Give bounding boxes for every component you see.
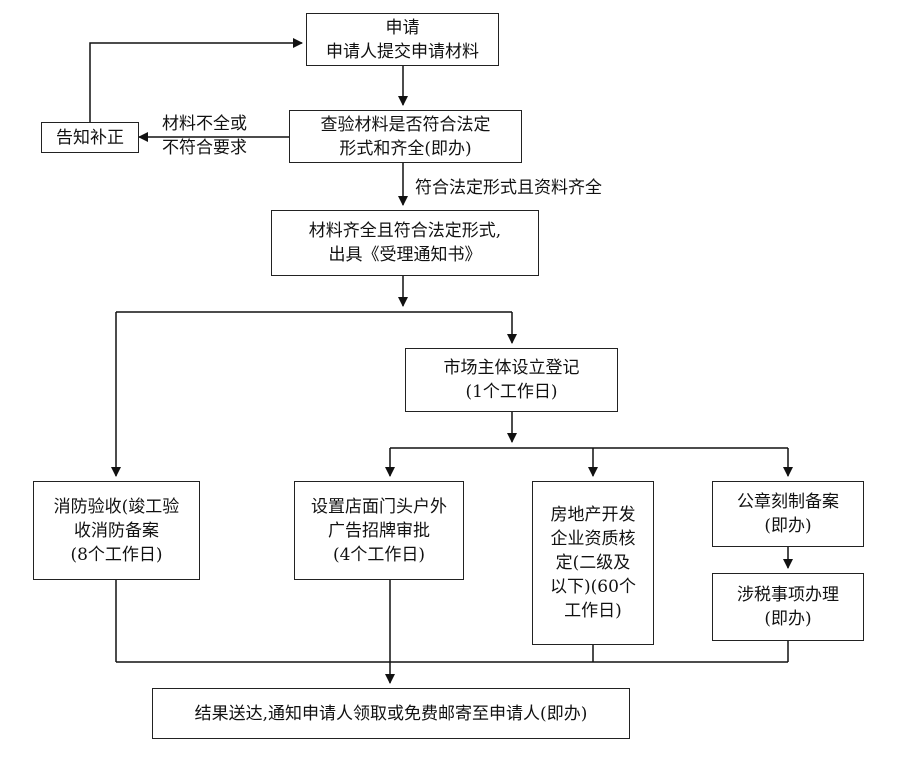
check-line1: 查验材料是否符合法定	[320, 114, 491, 135]
seal-line1: 公章刻制备案	[737, 492, 839, 512]
check-line2: 形式和齐全(即办)	[339, 138, 472, 159]
apply-title: 申请	[385, 17, 420, 38]
register-line2: (1个工作日)	[465, 382, 558, 402]
accept-line1: 材料齐全且符合法定形式,	[308, 221, 502, 241]
incomplete-label: 材料不全或 不符合要求	[162, 112, 247, 160]
check-box: 查验材料是否符合法定 形式和齐全(即办)	[289, 110, 522, 163]
complete-label-text: 符合法定形式且资料齐全	[415, 178, 602, 198]
seal-box: 公章刻制备案 (即办)	[712, 481, 864, 547]
realestate-line2: 企业资质核	[550, 529, 636, 549]
tax-line1: 涉税事项办理	[737, 585, 839, 605]
fire-line1: 消防验收(竣工验	[53, 496, 180, 517]
notify-correct-box: 告知补正	[41, 122, 139, 153]
incomplete-label-line2: 不符合要求	[162, 138, 247, 158]
result-text: 结果送达,通知申请人领取或免费邮寄至申请人(即办)	[194, 703, 588, 724]
tax-line2: (即办)	[764, 609, 812, 629]
apply-desc: 申请人提交申请材料	[326, 41, 479, 62]
result-box: 结果送达,通知申请人领取或免费邮寄至申请人(即办)	[152, 688, 630, 739]
register-line1: 市场主体设立登记	[443, 358, 580, 378]
accept-line2: 出具《受理通知书》	[328, 245, 482, 265]
signboard-line1: 设置店面门头户外	[311, 496, 447, 517]
realestate-box: 房地产开发 企业资质核 定(二级及 以下)(60个 工作日)	[532, 481, 654, 645]
fire-line2: 收消防备案	[74, 520, 159, 541]
fire-box: 消防验收(竣工验 收消防备案 (8个工作日)	[33, 481, 200, 580]
tax-box: 涉税事项办理 (即办)	[712, 573, 864, 641]
incomplete-label-line1: 材料不全或	[162, 114, 247, 134]
signboard-box: 设置店面门头户外 广告招牌审批 (4个工作日)	[294, 481, 464, 580]
seal-line2: (即办)	[764, 516, 812, 536]
complete-label: 符合法定形式且资料齐全	[415, 176, 602, 200]
fire-line3: (8个工作日)	[70, 544, 163, 565]
arrow-notify-to-apply	[89, 38, 303, 122]
signboard-line2: 广告招牌审批	[328, 520, 430, 541]
signboard-line3: (4个工作日)	[332, 544, 426, 565]
notify-correct-text: 告知补正	[56, 127, 124, 148]
realestate-line5: 工作日)	[564, 601, 622, 621]
accept-box: 材料齐全且符合法定形式, 出具《受理通知书》	[271, 210, 539, 276]
realestate-line1: 房地产开发	[550, 505, 636, 525]
realestate-line3: 定(二级及	[555, 553, 631, 573]
register-box: 市场主体设立登记 (1个工作日)	[405, 348, 618, 412]
apply-box: 申请 申请人提交申请材料	[306, 13, 499, 66]
realestate-line4: 以下)(60个	[550, 577, 636, 597]
